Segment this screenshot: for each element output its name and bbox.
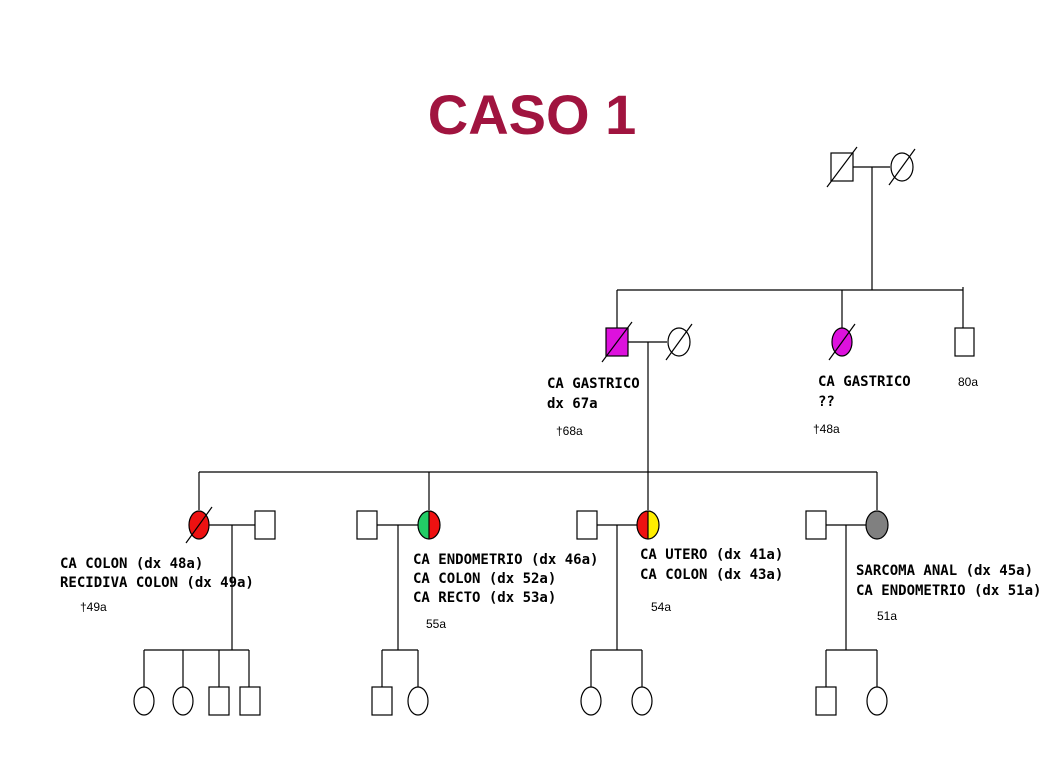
child2-circle-right-fill [429,511,440,539]
page-title: CASO 1 [427,83,637,146]
grandchild-female-circle [172,686,194,716]
grandmother-deceased-slash [888,148,916,186]
child3-spouse-square [576,510,598,540]
uncle-square [954,327,975,357]
child3-circle-left-fill [637,511,648,539]
generation-4-family-4 [815,649,888,716]
grandchild-female-circle [580,686,602,716]
child1-deceased-slash [185,506,213,544]
child3-diagnosis-line-1: CA UTERO (dx 41a) [640,547,783,563]
aunt-death-age: †48a [813,422,840,436]
child2-diagnosis-line-2: CA COLON (dx 52a) [413,571,556,587]
grandchild-female-circle [866,686,888,716]
grandfather-deceased-slash [826,146,858,188]
child4-age: 51a [877,609,897,623]
generation-4-family-2 [371,649,429,716]
grandchild-female-circle [631,686,653,716]
child4: SARCOMA ANAL (dx 45a) CA ENDOMETRIO (dx … [805,510,1041,650]
grandchild-female-circle [407,686,429,716]
grandchild-female-circle [133,686,155,716]
child3: CA UTERO (dx 41a) CA COLON (dx 43a) 54a [576,510,783,650]
child2-diagnosis-line-3: CA RECTO (dx 53a) [413,590,556,606]
child1-spouse-square [254,510,276,540]
uncle: 80a [954,327,978,389]
pedigree-diagram: CA GASTRICO dx 67a †68a CA GASTRICO ?? †… [60,146,1041,716]
child4-diagnosis-line-1: SARCOMA ANAL (dx 45a) [856,563,1033,579]
child1-death-age: †49a [80,600,107,614]
child1: CA COLON (dx 48a) RECIDIVA COLON (dx 49a… [60,506,276,650]
father-diagnosis-line-2: dx 67a [547,396,598,412]
aunt-deceased-slash [828,323,856,361]
child2-circle-left-fill [418,511,429,539]
aunt-diagnosis-line-1: CA GASTRICO [818,374,911,390]
father-death-age: †68a [556,424,583,438]
generation-4-family-1 [133,649,261,716]
father-diagnosis-line-1: CA GASTRICO [547,376,640,392]
aunt-diagnosis-line-2: ?? [818,394,835,410]
child2: CA ENDOMETRIO (dx 46a) CA COLON (dx 52a)… [356,510,598,650]
child2-spouse-square [356,510,378,540]
grandchild-male-square [208,686,230,716]
uncle-age: 80a [958,375,978,389]
child3-diagnosis-line-2: CA COLON (dx 43a) [640,567,783,583]
child4-circle [865,510,889,540]
generation-4-family-3 [580,649,653,716]
mother-deceased-slash [665,323,693,361]
grandchild-male-square [371,686,393,716]
child1-diagnosis-line-1: CA COLON (dx 48a) [60,556,203,572]
father: CA GASTRICO dx 67a †68a [547,321,640,438]
child4-diagnosis-line-2: CA ENDOMETRIO (dx 51a) [856,583,1041,599]
child3-age: 54a [651,600,671,614]
mother [665,323,693,361]
aunt: CA GASTRICO ?? †48a [813,323,911,436]
father-deceased-slash [601,321,633,363]
grandchild-male-square [239,686,261,716]
child3-circle-right-fill [648,511,659,539]
child1-diagnosis-line-2: RECIDIVA COLON (dx 49a) [60,575,254,591]
grandchild-male-square [815,686,837,716]
child2-diagnosis-line-1: CA ENDOMETRIO (dx 46a) [413,552,598,568]
child4-spouse-square [805,510,827,540]
generation-1 [826,146,916,290]
child2-age: 55a [426,617,446,631]
